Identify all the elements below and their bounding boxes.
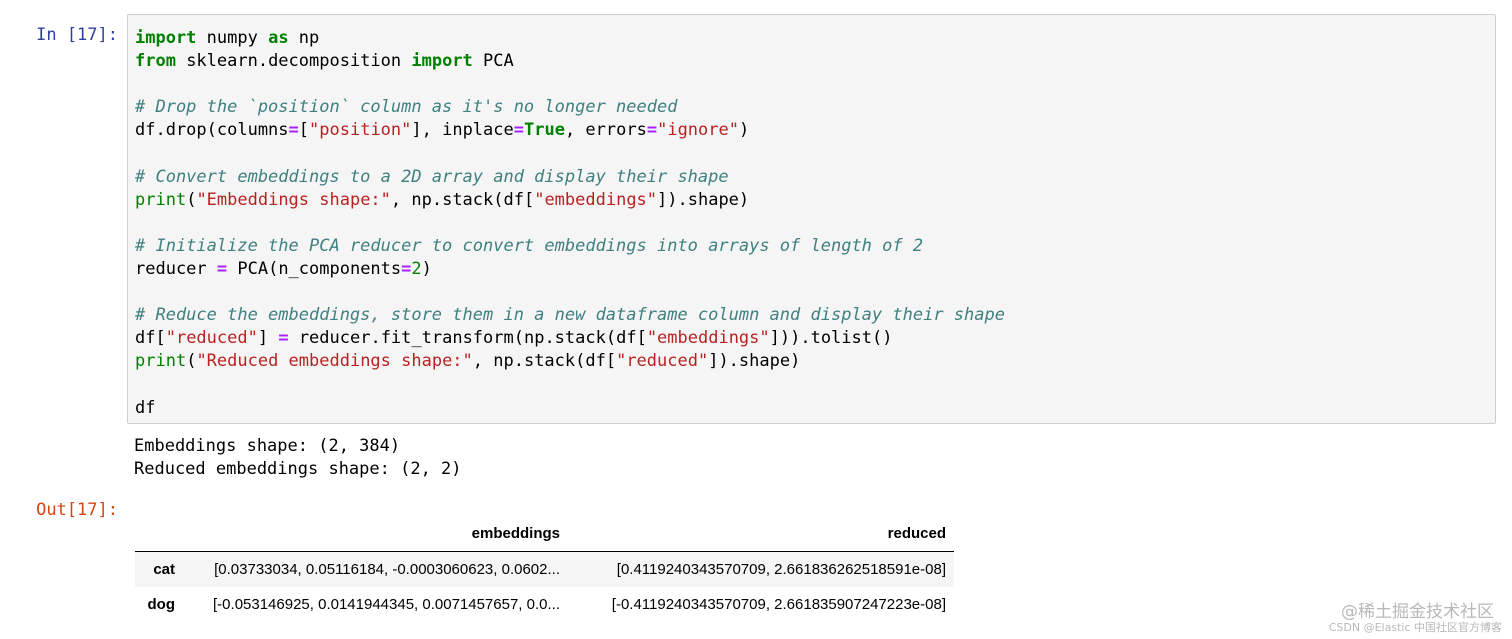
code-token: df[ [135,328,166,349]
table-row: cat [0.03733034, 0.05116184, -0.00030606… [135,551,954,587]
code-string: "embeddings" [534,189,658,210]
code-token: reducer [135,258,217,279]
code-token: PCA(n_components [227,258,402,279]
code-comment: # Convert embeddings to a 2D array and d… [135,166,729,187]
column-header-embeddings: embeddings [183,515,568,552]
code-token: ) [421,258,432,279]
code-token: , np.stack(df[ [390,189,535,210]
code-string: "reduced" [616,351,709,372]
code-comment: # Initialize the PCA reducer to convert … [135,235,924,256]
cell-embeddings: [0.03733034, 0.05116184, -0.0003060623, … [214,561,560,578]
cell-embeddings: [-0.053146925, 0.0141944345, 0.007145765… [213,596,560,613]
code-string: "reduced" [165,328,258,349]
code-token: as [268,28,289,48]
code-token: df [135,397,156,418]
code-token: ]).shape) [657,189,750,210]
code-token: ( [186,351,197,372]
index-header [135,515,183,552]
code-token: sklearn.decomposition [175,51,412,72]
code-cell-editor[interactable]: import numpy as np from sklearn.decompos… [127,14,1496,424]
watermark-juejin: @稀土掘金技术社区 [1341,602,1494,622]
code-token: = [646,120,658,141]
code-token: ) [738,120,750,141]
code-token: True [524,120,565,141]
table-header-row: embeddings reduced [135,515,954,552]
code-string: "ignore" [657,120,739,141]
row-index: cat [153,561,175,578]
code-token: df.drop(columns [135,120,289,141]
code-comment: # Reduce the embeddings, store them in a… [135,305,1005,326]
code-token: np [288,28,320,48]
code-token: print [135,189,187,210]
code-string: "embeddings" [646,328,770,349]
input-prompt: In [17]: [36,25,118,45]
code-token: = [278,328,289,349]
code-token: = [216,258,228,279]
code-token: , np.stack(df[ [472,351,617,372]
code-comment: # Drop the `position` column as it's no … [135,97,678,118]
table-row: dog [-0.053146925, 0.0141944345, 0.00714… [135,587,954,622]
code-token: [ [298,120,310,141]
code-text[interactable]: import numpy as np from sklearn.decompos… [128,15,1495,420]
code-token: from [135,51,176,72]
code-token: import [135,28,197,48]
column-header-reduced: reduced [568,515,954,552]
code-string: "position" [309,120,412,141]
stdout-line: Reduced embeddings shape: (2, 2) [134,459,462,479]
code-token: = [288,120,299,141]
code-token: PCA [472,51,514,72]
stdout-line: Embeddings shape: (2, 384) [134,436,401,456]
code-token: ( [186,189,197,210]
code-token: , errors [564,120,647,141]
code-token: ]).shape) [708,351,801,372]
stdout-output: Embeddings shape: (2, 384) Reduced embed… [134,435,462,481]
row-index: dog [147,596,176,613]
code-token: ])).tolist() [769,328,893,349]
code-token: import [411,51,473,72]
code-string: "Embeddings shape:" [196,189,391,210]
code-token: = [401,258,412,279]
code-token: = [513,120,524,141]
output-prompt: Out[17]: [36,500,118,520]
watermark-csdn: CSDN @Elastic 中国社区官方博客 [1328,621,1502,634]
code-token: ], inplace [411,120,514,141]
code-token: print [135,351,187,372]
dataframe-table: embeddings reduced cat [0.03733034, 0.05… [135,515,954,622]
code-token: ] [257,328,279,349]
code-number: 2 [411,258,422,279]
cell-reduced: [-0.4119240343570709, 2.661835907247223e… [611,596,946,613]
code-token: reducer.fit_transform(np.stack(df[ [288,328,647,349]
code-token: numpy [196,28,269,48]
cell-reduced: [0.4119240343570709, 2.661836262518591e-… [616,561,946,578]
code-string: "Reduced embeddings shape:" [196,351,473,372]
